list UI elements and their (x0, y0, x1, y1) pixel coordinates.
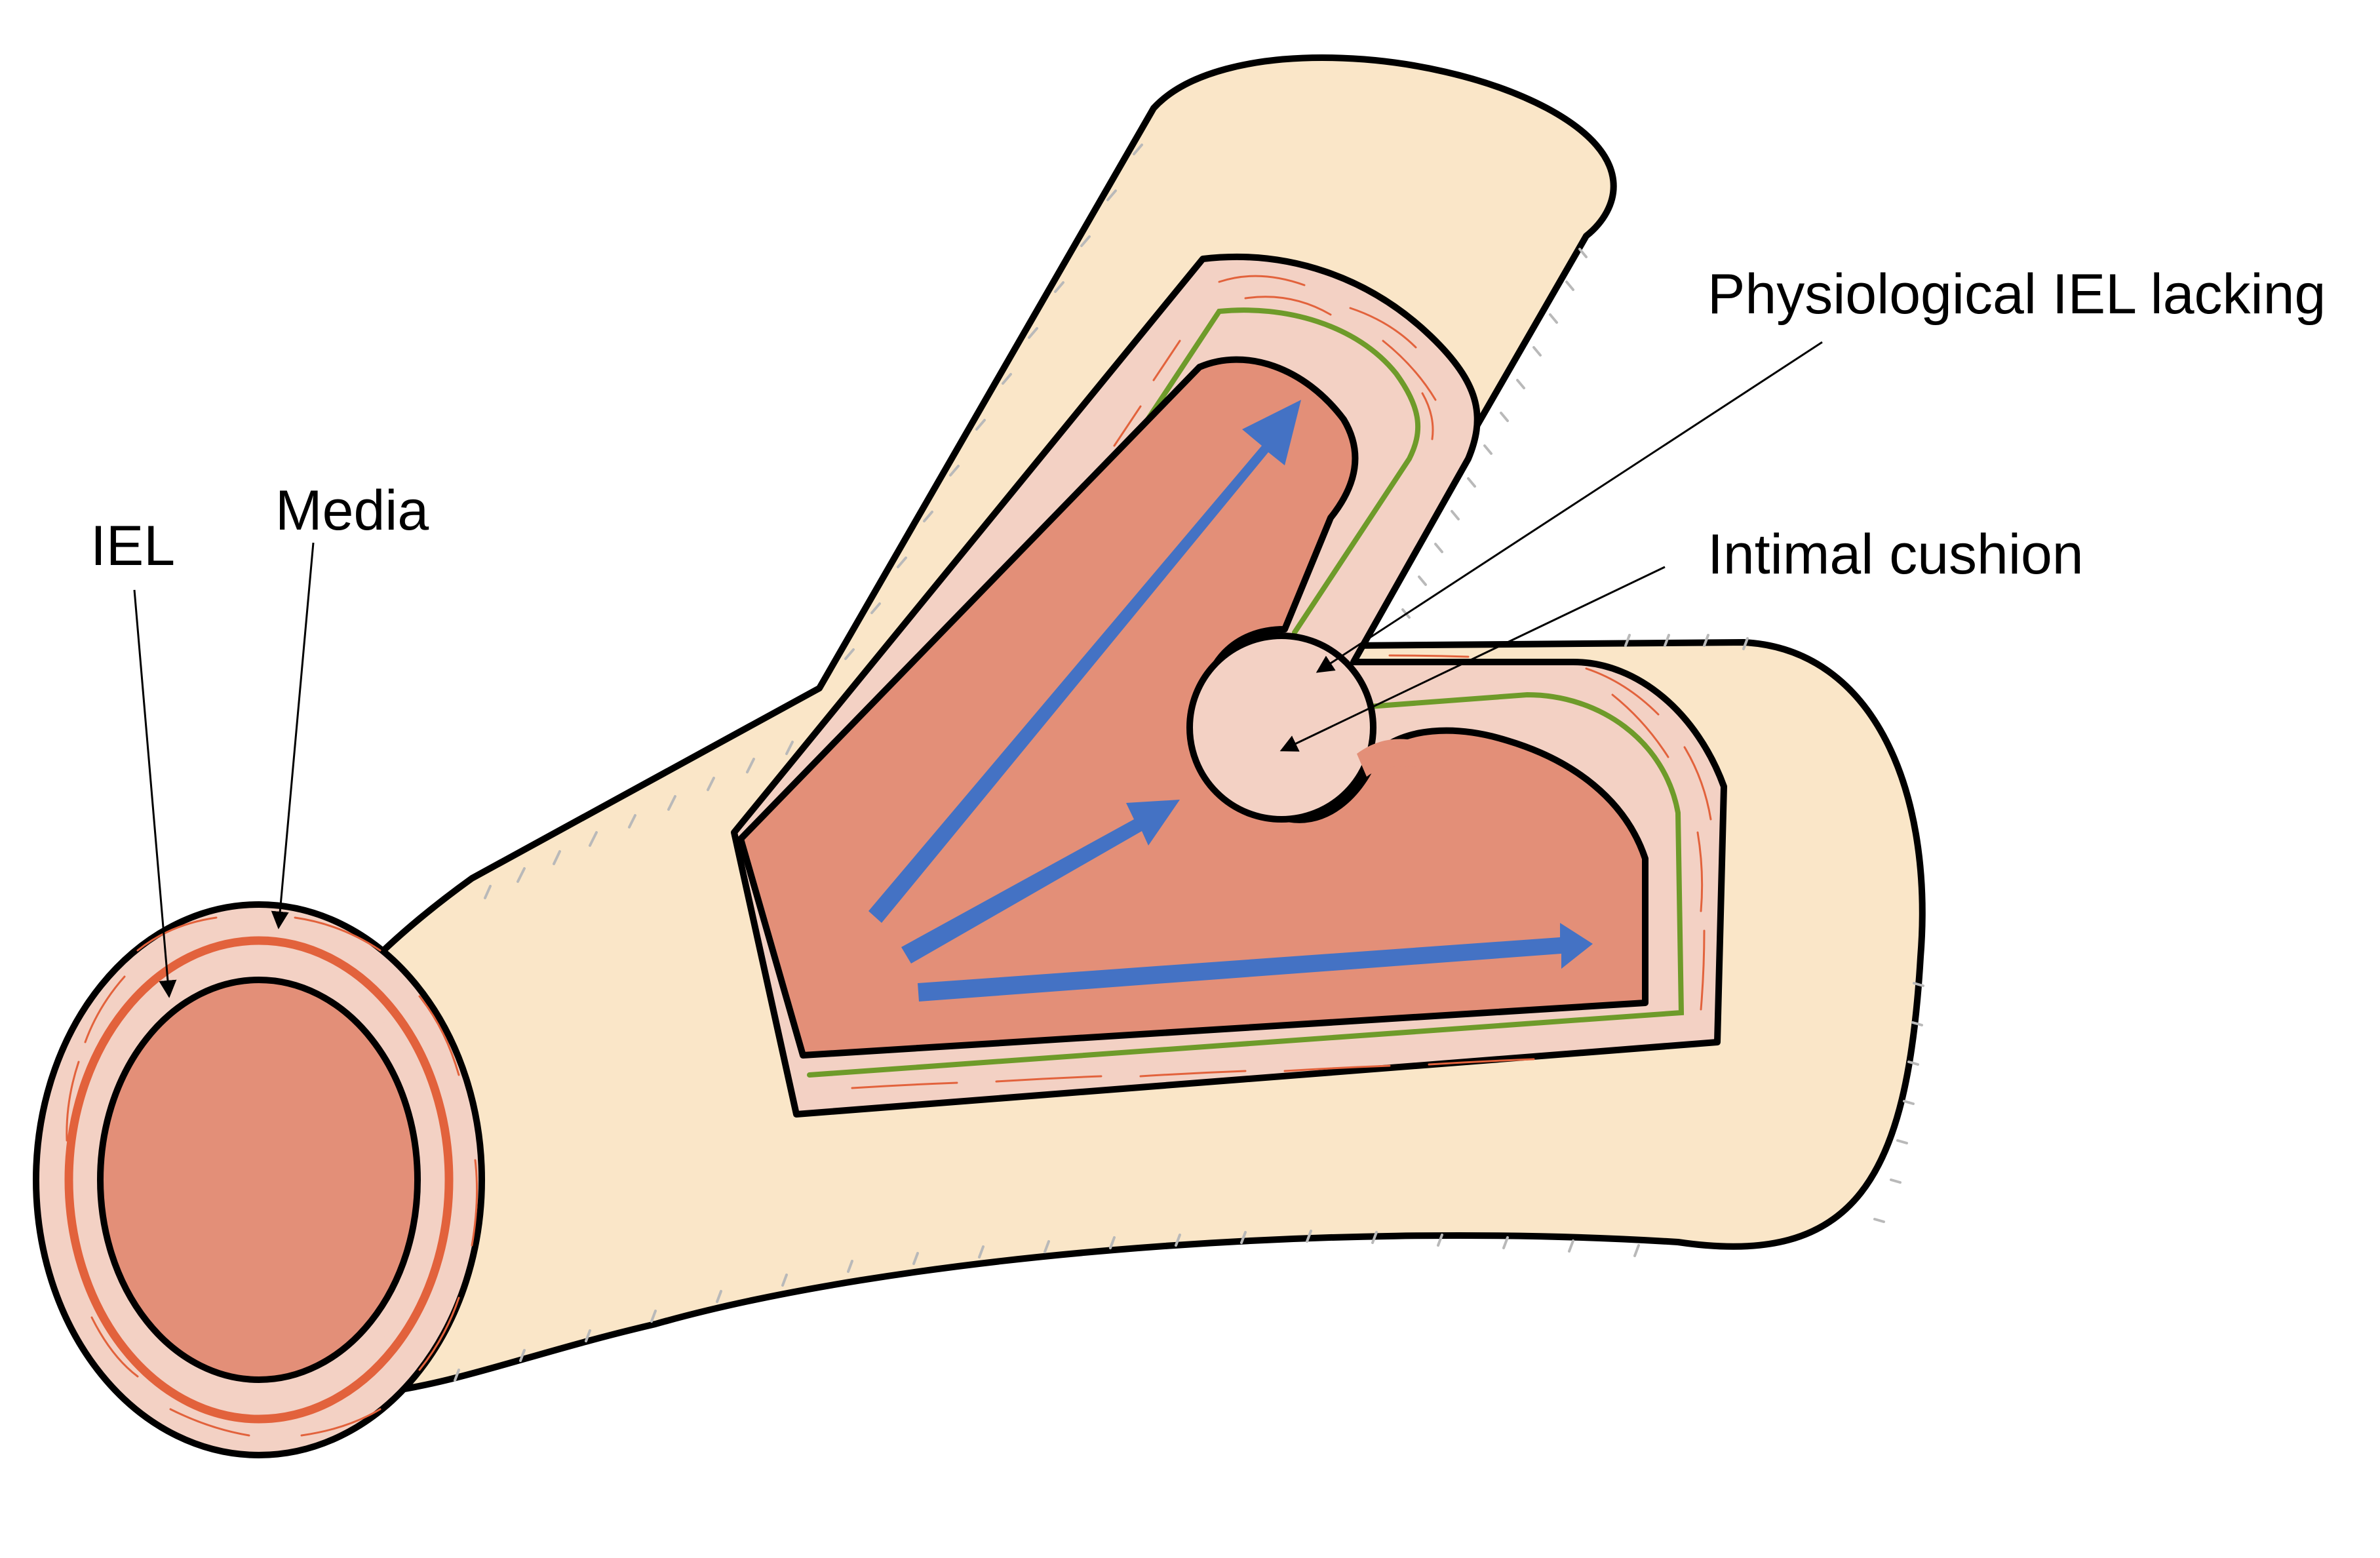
iel-ring (64, 936, 454, 1424)
label-physiological-iel-lacking: Physiological IEL lacking (1707, 263, 2326, 326)
flow-arrow-main-branch (918, 923, 1593, 1002)
adventitia-hatching (454, 144, 1924, 1382)
physiological-iel-lacking-pointer (1316, 341, 1823, 673)
label-pointers (133, 341, 1823, 998)
media-pointer (271, 542, 315, 929)
cushion-join (1357, 739, 1416, 777)
label-iel: IEL (90, 515, 175, 577)
intimal-cushion (1186, 633, 1376, 823)
flow-arrows (868, 400, 1593, 1002)
label-media: Media (275, 479, 429, 542)
label-intimal-cushion: Intimal cushion (1707, 523, 2084, 586)
cross-section-lumen (97, 977, 421, 1383)
cut-iel-line-main (807, 691, 1685, 1078)
vessel-cross-section (33, 901, 485, 1458)
cutaway-window (731, 253, 1727, 1118)
flow-arrow-upper-branch (868, 400, 1301, 923)
intimal-cushion-pointer (1279, 566, 1666, 752)
cut-iel-line-branch (941, 307, 1421, 730)
iel-pointer (133, 589, 177, 998)
labels: IEL Media Physiological IEL lacking Inti… (90, 263, 2326, 586)
flow-arrow-to-cushion (901, 800, 1180, 964)
